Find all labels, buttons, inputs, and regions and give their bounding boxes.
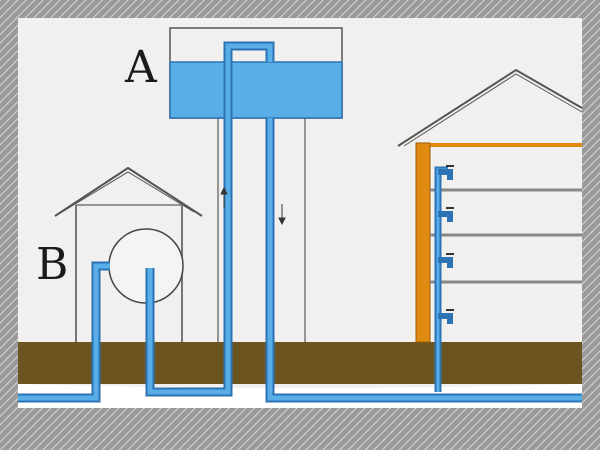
tower-label: A [125, 42, 157, 93]
ground-strip [18, 342, 582, 384]
house-top-beam [416, 143, 582, 147]
taps [438, 165, 454, 324]
down-arrow-icon [278, 204, 286, 226]
tank-water [169, 61, 343, 119]
pump-house-label: B [36, 239, 69, 290]
tap [438, 309, 454, 324]
tap [438, 253, 454, 268]
water-tower [169, 27, 343, 342]
flow-arrows [220, 186, 286, 226]
up-arrow-icon [220, 186, 228, 208]
tap [438, 207, 454, 222]
pump-house [54, 166, 203, 342]
apartment-house [397, 68, 583, 343]
tap [438, 165, 454, 180]
house-wall [415, 142, 431, 343]
